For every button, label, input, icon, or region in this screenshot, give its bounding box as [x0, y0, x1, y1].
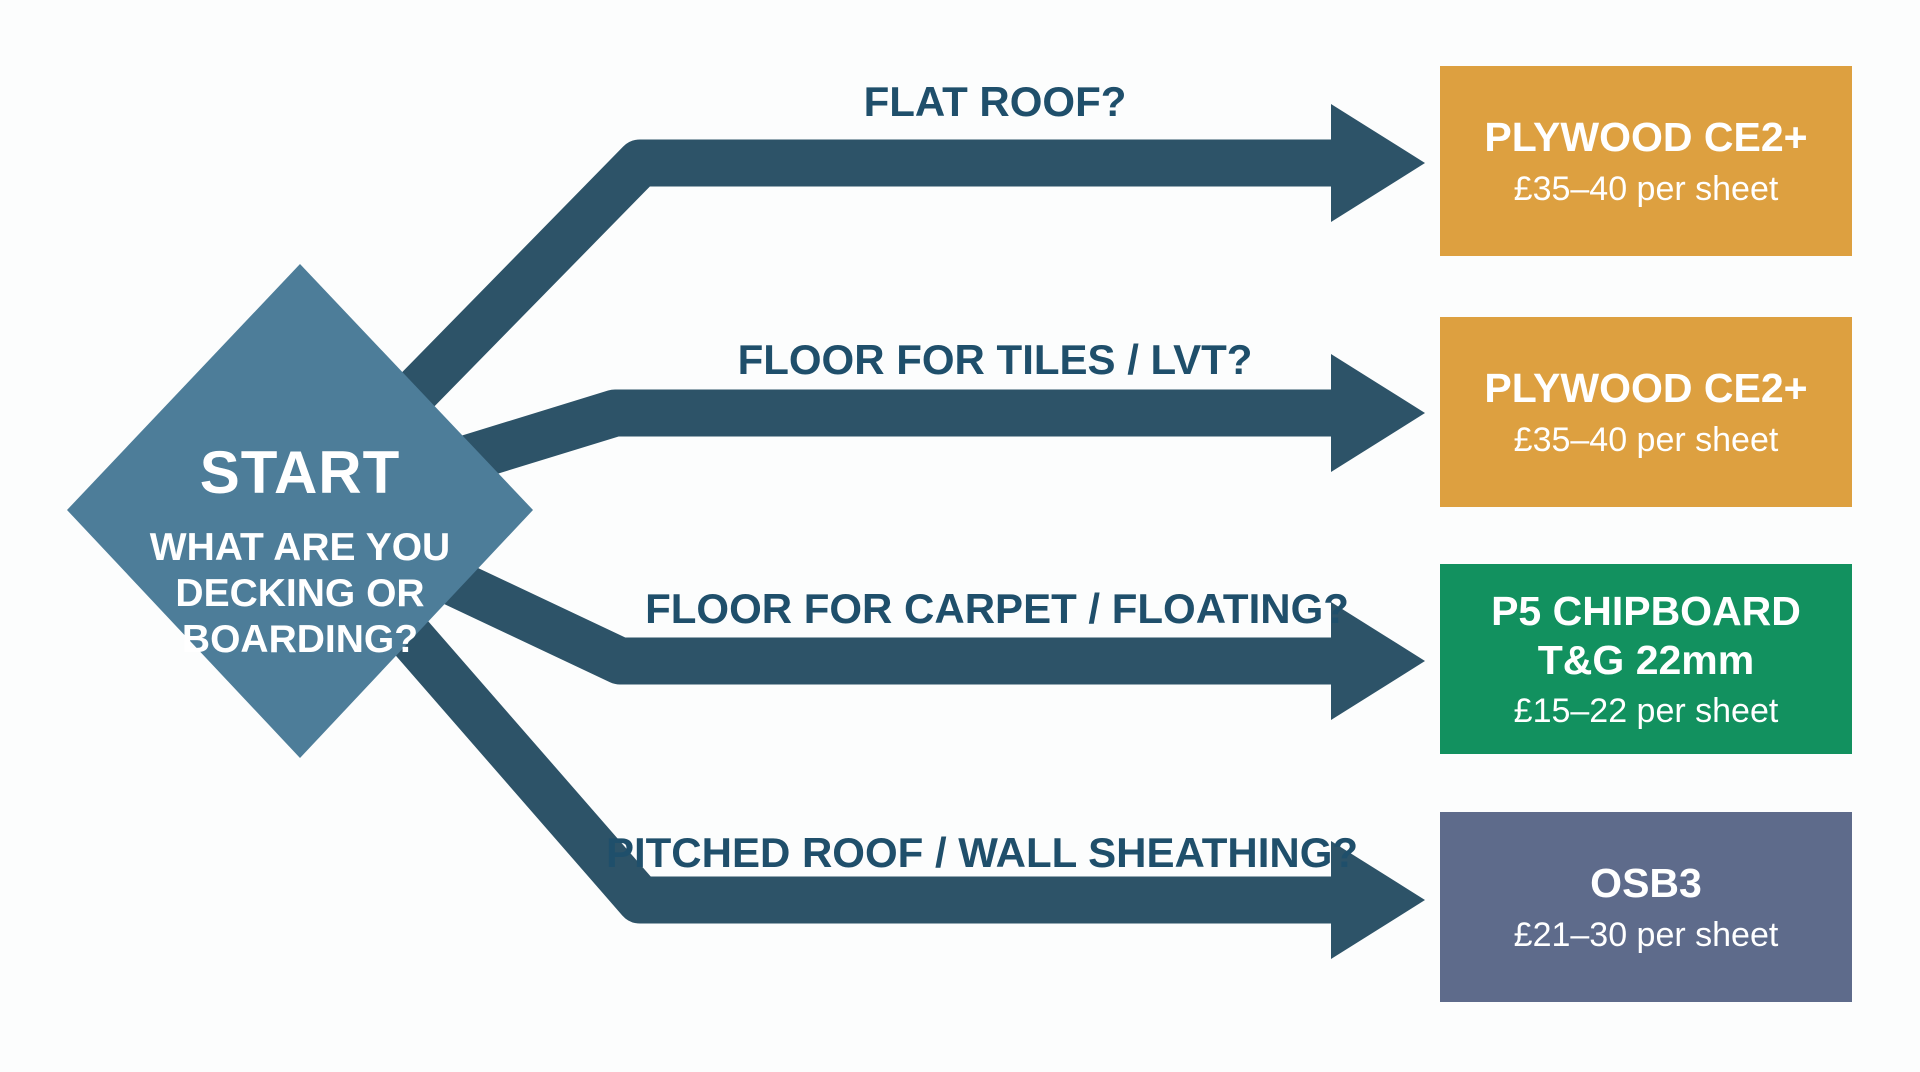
question-label-flat-roof: FLAT ROOF? — [863, 78, 1127, 125]
result-title: OSB3 — [1590, 860, 1702, 907]
result-price: £35–40 per sheet — [1513, 420, 1779, 459]
result-box-osb3: OSB3 £21–30 per sheet — [1440, 812, 1852, 1002]
result-box-chipboard: P5 CHIPBOARD T&G 22mm £15–22 per sheet — [1440, 564, 1852, 754]
result-box-plywood-1: PLYWOOD CE2+ £35–40 per sheet — [1440, 66, 1852, 256]
connector-branch-4 — [282, 494, 1336, 924]
start-diamond — [67, 264, 533, 758]
result-title: P5 CHIPBOARD T&G 22mm — [1491, 588, 1801, 683]
arrowhead-branch-1 — [1331, 104, 1425, 222]
result-title: PLYWOOD CE2+ — [1484, 365, 1808, 412]
question-label-pitched-roof: PITCHED ROOF / WALL SHEATHING? — [605, 829, 1359, 876]
start-node: START WHAT ARE YOU DECKING OR BOARDING? — [105, 438, 495, 663]
arrowhead-branch-2 — [1331, 354, 1425, 472]
result-title: PLYWOOD CE2+ — [1484, 114, 1808, 161]
result-box-plywood-2: PLYWOOD CE2+ £35–40 per sheet — [1440, 317, 1852, 507]
result-price: £21–30 per sheet — [1513, 915, 1779, 954]
question-label-floor-tiles: FLOOR FOR TILES / LVT? — [737, 336, 1253, 383]
question-label-floor-carpet: FLOOR FOR CARPET / FLOATING? — [645, 585, 1349, 632]
arrowhead-branch-4 — [1331, 841, 1425, 959]
start-subtitle: WHAT ARE YOU DECKING OR BOARDING? — [149, 526, 451, 662]
arrowhead-branch-3 — [1331, 602, 1425, 720]
result-price: £15–22 per sheet — [1513, 691, 1779, 730]
result-price: £35–40 per sheet — [1513, 169, 1779, 208]
start-title: START — [199, 439, 401, 506]
